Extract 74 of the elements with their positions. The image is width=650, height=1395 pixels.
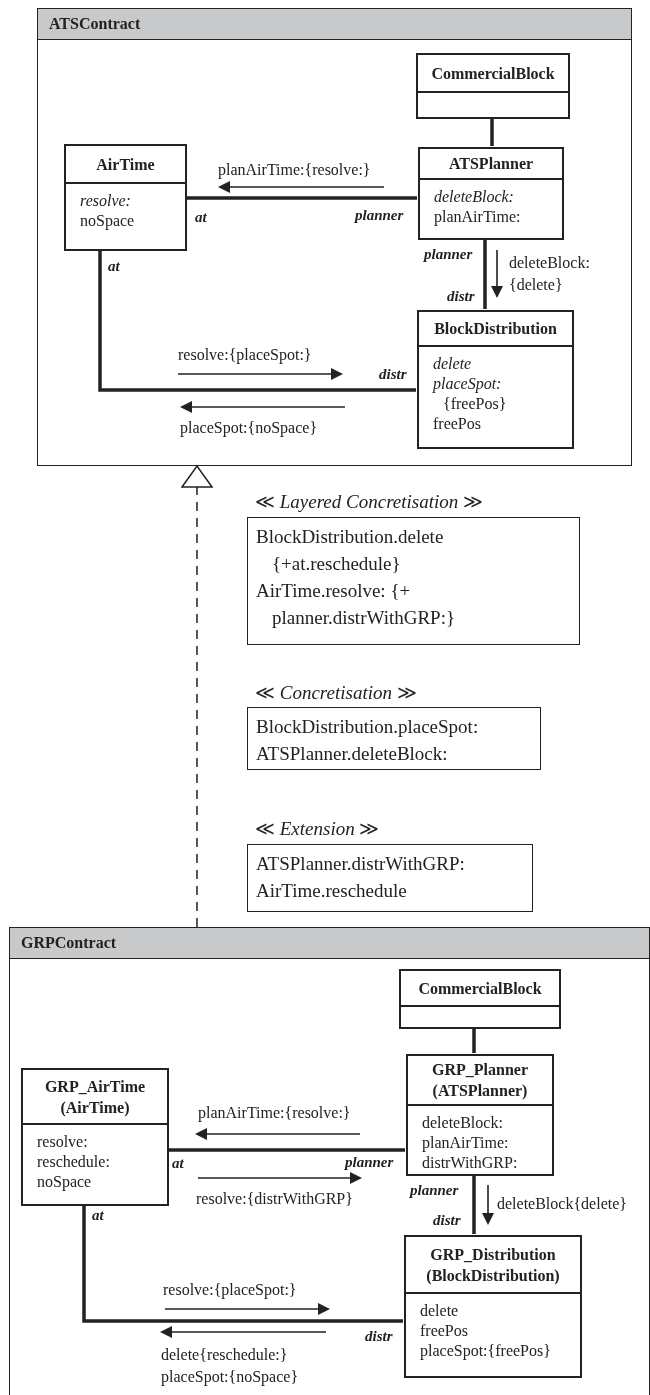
note-text: ATSPlanner.deleteBlock: — [256, 742, 449, 766]
class-name: GRP_AirTime (AirTime) — [23, 1070, 167, 1125]
operation-text: noSpace — [79, 211, 136, 231]
operation-text: reschedule: — [36, 1152, 111, 1172]
association-line — [472, 1028, 476, 1053]
message-label: placeSpot:{noSpace} — [180, 418, 318, 438]
role-name: planner — [355, 206, 404, 225]
note-text: ATSPlanner.distrWithGRP: — [256, 852, 466, 876]
operation-text: deleteBlock: — [433, 187, 515, 207]
message-label: delete{reschedule:} placeSpot:{noSpace} — [161, 1345, 300, 1388]
message-label: deleteBlock: {delete} — [509, 253, 591, 295]
association-line — [168, 1148, 405, 1152]
stereotype-label: ≪ Extension ≫ — [255, 817, 380, 841]
operation-text: planAirTime: — [421, 1133, 510, 1153]
operation-text: resolve: — [36, 1132, 89, 1152]
role-name: distr — [447, 287, 475, 306]
role-name: distr — [433, 1211, 461, 1230]
package-frame — [37, 8, 632, 466]
class-name: AirTime — [66, 146, 185, 184]
role-name: at — [172, 1154, 184, 1173]
operation-text: freePos — [432, 414, 482, 434]
class-box — [64, 144, 187, 251]
role-name: planner — [424, 245, 473, 264]
note-text: AirTime.reschedule — [256, 879, 408, 903]
class-box — [406, 1054, 554, 1176]
operation-text: freePos — [419, 1321, 469, 1341]
class-box — [418, 147, 564, 240]
operation-text: planAirTime: — [433, 207, 522, 227]
operation-text: deleteBlock: — [421, 1113, 504, 1133]
class-name: GRP_Distribution (BlockDistribution) — [406, 1237, 580, 1294]
operation-text: delete — [432, 354, 473, 374]
operation-text: distrWithGRP: — [421, 1153, 519, 1173]
package-header: ATSContract — [38, 9, 631, 40]
package-header: GRPContract — [10, 928, 649, 959]
association-line — [98, 250, 416, 392]
class-box — [399, 969, 561, 1029]
association-line — [483, 239, 487, 309]
association-line — [472, 1175, 476, 1234]
role-name: at — [195, 208, 207, 227]
message-label: planAirTime:{resolve:} — [218, 160, 371, 180]
class-name: ATSPlanner — [420, 149, 562, 180]
note-text: AirTime.resolve: {+ planner.distrWithGRP:} — [256, 579, 457, 630]
class-name: CommercialBlock — [418, 55, 568, 93]
class-name: BlockDistribution — [419, 312, 572, 347]
role-name: at — [92, 1206, 104, 1225]
association-line — [186, 196, 417, 200]
role-name: distr — [379, 365, 407, 384]
operation-text: delete — [419, 1301, 460, 1321]
role-name: distr — [365, 1327, 393, 1346]
message-label: resolve:{distrWithGRP} — [196, 1189, 353, 1209]
note-text: BlockDistribution.delete {+at.reschedule} — [256, 525, 445, 576]
class-box — [404, 1235, 582, 1378]
role-name: at — [108, 257, 120, 276]
class-name: CommercialBlock — [401, 971, 559, 1007]
stereotype-label: ≪ Layered Concretisation ≫ — [255, 490, 484, 514]
class-box — [416, 53, 570, 119]
package-frame — [9, 927, 650, 1395]
class-box — [21, 1068, 169, 1206]
message-label: planAirTime:{resolve:} — [198, 1103, 351, 1123]
message-label: resolve:{placeSpot:} — [163, 1280, 297, 1300]
realization-arrow — [181, 465, 213, 928]
class-box — [417, 310, 574, 449]
association-line — [490, 118, 494, 146]
association-line — [82, 1205, 403, 1323]
role-name: planner — [345, 1153, 394, 1172]
operation-text: resolve: — [79, 191, 132, 211]
note-text: BlockDistribution.placeSpot: — [256, 715, 480, 739]
message-label: resolve:{placeSpot:} — [178, 345, 312, 365]
role-name: planner — [410, 1181, 459, 1200]
operation-text: noSpace — [36, 1172, 93, 1192]
stereotype-label: ≪ Concretisation ≫ — [255, 681, 417, 705]
message-label: deleteBlock{delete} — [497, 1194, 627, 1214]
class-name: GRP_Planner (ATSPlanner) — [408, 1056, 552, 1106]
operation-text: placeSpot:{freePos} — [419, 1341, 552, 1361]
